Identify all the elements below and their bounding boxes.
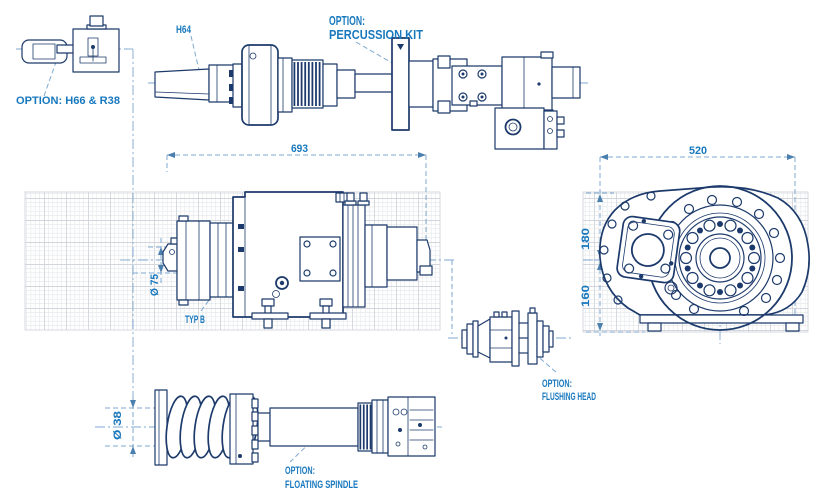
mounting-flange-plate	[616, 215, 681, 284]
drifter-side-view-drawing	[162, 191, 433, 329]
housing-bolt-holes	[599, 191, 656, 305]
label-option-flushing-line2: FLUSHING HEAD	[542, 391, 596, 403]
dim-height-above-center: 180	[580, 228, 592, 250]
dim-gearbox-width: 520	[689, 145, 707, 157]
dim-height-below-center: 160	[580, 285, 592, 307]
label-h64: H64	[176, 24, 192, 36]
dim-chuck-diameter: Ø 75	[149, 274, 161, 296]
label-option-h66-r38: OPTION: H66 & R38	[16, 95, 120, 107]
label-option-floating-line2: FLOATING SPINDLE	[285, 479, 358, 491]
gearbox-end-view-drawing	[598, 185, 810, 332]
label-option-flushing-line1: OPTION:	[542, 378, 572, 390]
dim-spindle-diameter: Ø 38	[112, 411, 124, 440]
label-option-percussion-line1: OPTION:	[329, 13, 365, 28]
label-option-percussion-line2: PERCUSSION KIT	[329, 27, 423, 42]
shank-h64-rotation-unit-drawing	[154, 44, 394, 126]
label-typ-b: TYP B	[185, 314, 205, 326]
flushing-head-drawing	[461, 307, 554, 367]
spline-teeth	[293, 62, 321, 106]
dim-overall-length: 693	[291, 143, 308, 155]
roller-ring	[679, 219, 761, 297]
floating-spindle-drawing	[154, 389, 436, 466]
percussion-kit-drawing	[391, 37, 581, 150]
label-option-floating-line1: OPTION:	[285, 465, 315, 477]
shank-adapter-h66-r38-drawing	[21, 15, 120, 73]
